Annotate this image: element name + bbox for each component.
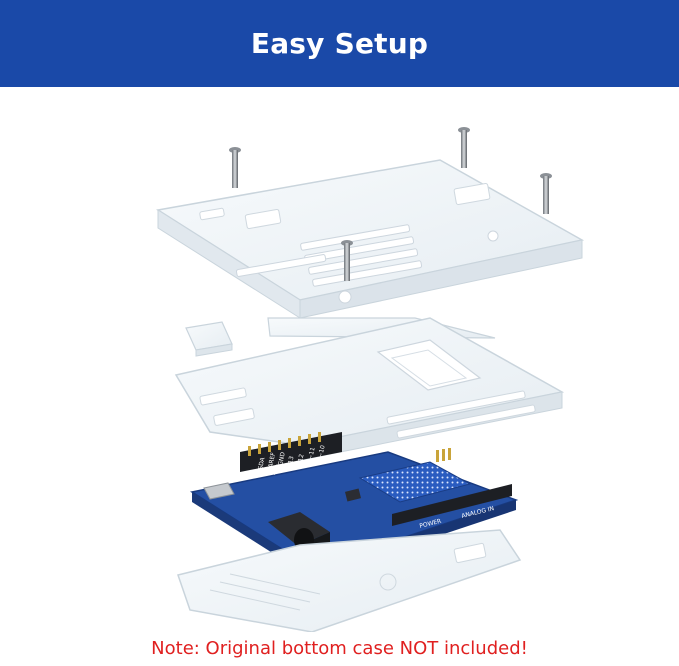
analog-pin-label: A1 [473,471,482,480]
header-label: 13 [287,455,295,464]
header-label: ~11 [307,446,317,460]
analog-pin-label: A3 [489,467,498,476]
exploded-case-illustration: SCL SDA AREF GND 13 12 ~11 ~10 POWER ANA… [155,127,585,632]
screw [341,240,353,281]
analog-pin-label: A5 [505,463,514,472]
header-label: SDA [257,456,267,470]
header-banner: Easy Setup [0,0,679,87]
page-title: Easy Setup [250,27,429,60]
header-label: GND [277,451,287,466]
small-acrylic-clip [185,321,233,357]
screws [229,127,552,281]
header-label: AREF [267,451,277,468]
analog-pin-label: A0 [465,473,474,482]
digital-header [240,432,342,472]
usb-c-port [203,482,235,500]
header-label: ~10 [317,444,327,458]
header-label: SCL [270,463,279,476]
analog-pin-label: A4 [497,465,506,474]
screw [540,173,552,214]
top-acrylic-plate [155,159,585,319]
screw [458,127,470,168]
header-label: 12 [297,453,305,462]
bottom-acrylic-plate [177,529,522,632]
analog-pin-label: A2 [481,469,490,478]
middle-acrylic-frame [174,317,565,461]
prototype-area [358,461,472,503]
dc-jack [268,512,330,546]
power-analog-header [392,484,512,526]
screw [229,147,241,188]
disclaimer-note: Note: Original bottom case NOT included! [151,638,528,659]
